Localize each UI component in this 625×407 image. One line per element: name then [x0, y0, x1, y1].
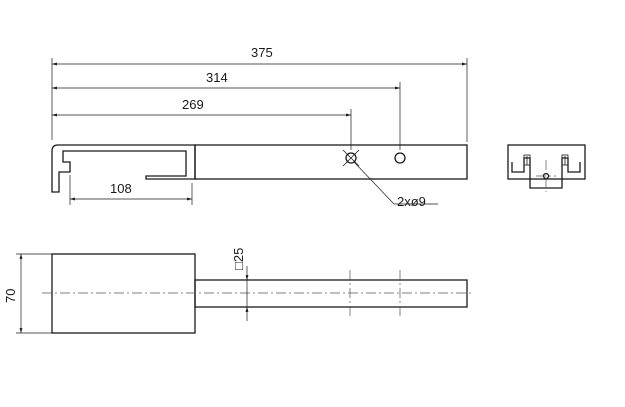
plan-bar: [194, 279, 468, 308]
label-holes: 2xø9: [397, 194, 426, 209]
label-square: □25: [231, 248, 246, 270]
label-375: 375: [251, 45, 273, 60]
hole-2: [394, 152, 406, 164]
label-108: 108: [110, 181, 132, 196]
bottom-view: 70 □25: [3, 248, 474, 334]
top-view: 375 314 269 108 2xø9: [51, 45, 468, 209]
hole-1: [345, 152, 357, 164]
label-70: 70: [3, 289, 18, 303]
hole-leader: [353, 161, 395, 205]
plan-block: [51, 253, 196, 334]
label-314: 314: [206, 70, 228, 85]
bar-profile: [194, 144, 468, 180]
label-269: 269: [182, 97, 204, 112]
end-view: [507, 144, 586, 192]
hook-profile: [51, 144, 196, 193]
